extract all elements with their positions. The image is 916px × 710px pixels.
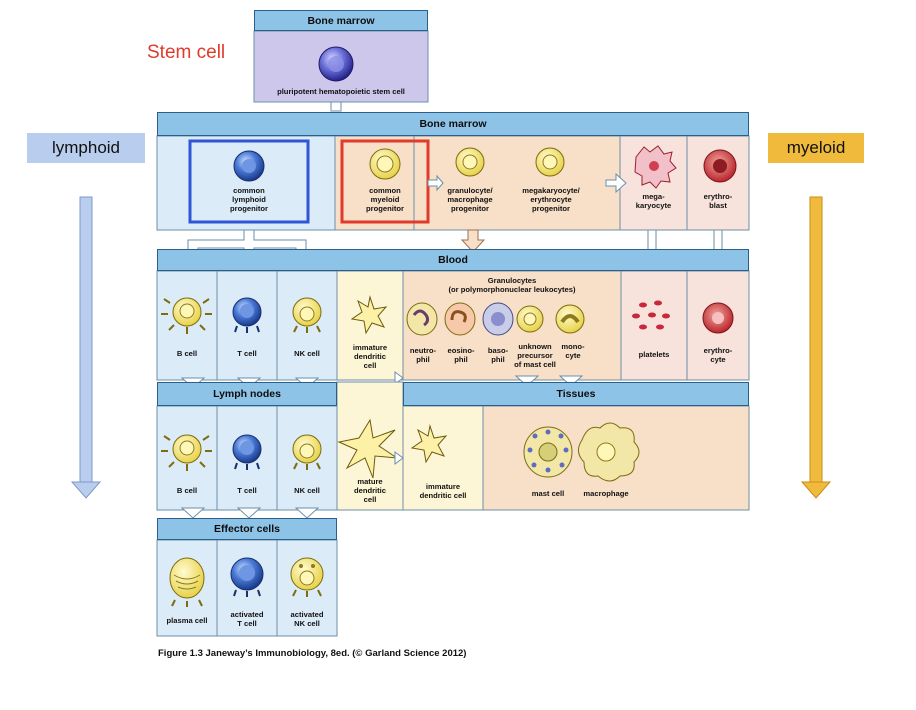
tissue-immature-dendritic-icon [410,424,448,464]
stem-down-arrow [330,101,342,112]
eosinophil-icon [444,302,476,336]
myeloid-label: myeloid [768,133,864,163]
plasma-cell-label: plasma cell [166,616,208,625]
header-lymph-nodes: Lymph nodes [157,382,337,406]
ln-b-cell-label: B cell [176,486,198,495]
figure-caption: Figure 1.3 Janeway’s Immunobiology, 8ed.… [158,648,467,659]
granulocytes-label: Granulocytes(or polymorphonuclear leukoc… [448,276,576,294]
header-blood: Blood [157,249,749,271]
mast-cell-label: mast cell [531,489,565,498]
blood-t-cell-icon [232,297,262,333]
blood-b-cell-icon [161,297,212,334]
ln-nk-cell-label: NK cell [294,486,320,495]
activated-t-cell-icon [230,557,264,597]
header-tissues: Tissues [403,382,749,406]
macrophage-label: macrophage [583,489,629,498]
myeloid-arrow [800,196,832,499]
lymphoid-arrow [70,196,102,499]
mature-dendritic-cell-icon [337,418,398,479]
lymphoid-highlight [188,139,310,224]
ln-t-cell-icon [232,434,262,470]
header-effector-cells: Effector cells [157,518,337,540]
neutrophil-label: neutro-phil [409,346,437,364]
neutrophil-icon [406,302,438,336]
header-bone-marrow-top: Bone marrow [254,10,428,31]
header-bone-marrow: Bone marrow [157,112,749,136]
activated-nk-cell-icon [290,557,324,597]
basophil-label: baso-phil [487,346,509,364]
monocyte-icon [555,304,585,334]
blood-t-cell-label: T cell [237,349,257,358]
stem-cell-text: pluripotent hematopoietic stem cell [277,87,405,96]
immature-dendritic-cell-icon [350,295,388,335]
blood-nk-cell-label: NK cell [294,349,320,358]
blood-nk-cell-icon [292,297,322,333]
ln-nk-cell-icon [292,434,322,470]
megakaryocyte-label: mega-karyocyte [635,192,672,210]
eosinophil-label: eosino-phil [447,346,475,364]
blood-b-cell-label: B cell [176,349,198,358]
ln-b-cell-icon [161,434,212,471]
ln-t-cell-label: T cell [237,486,257,495]
stem-cell-label: Stem cell [147,42,226,63]
monocyte-label: mono-cyte [561,342,585,360]
platelets-icon [632,300,670,330]
platelets-label: platelets [638,350,670,359]
erythroblast-label: erythro-blast [703,192,733,210]
lymphoid-label: lymphoid [27,133,145,163]
plasma-cell-icon [169,557,205,607]
erythrocyte-label: erythro-cyte [703,346,733,364]
